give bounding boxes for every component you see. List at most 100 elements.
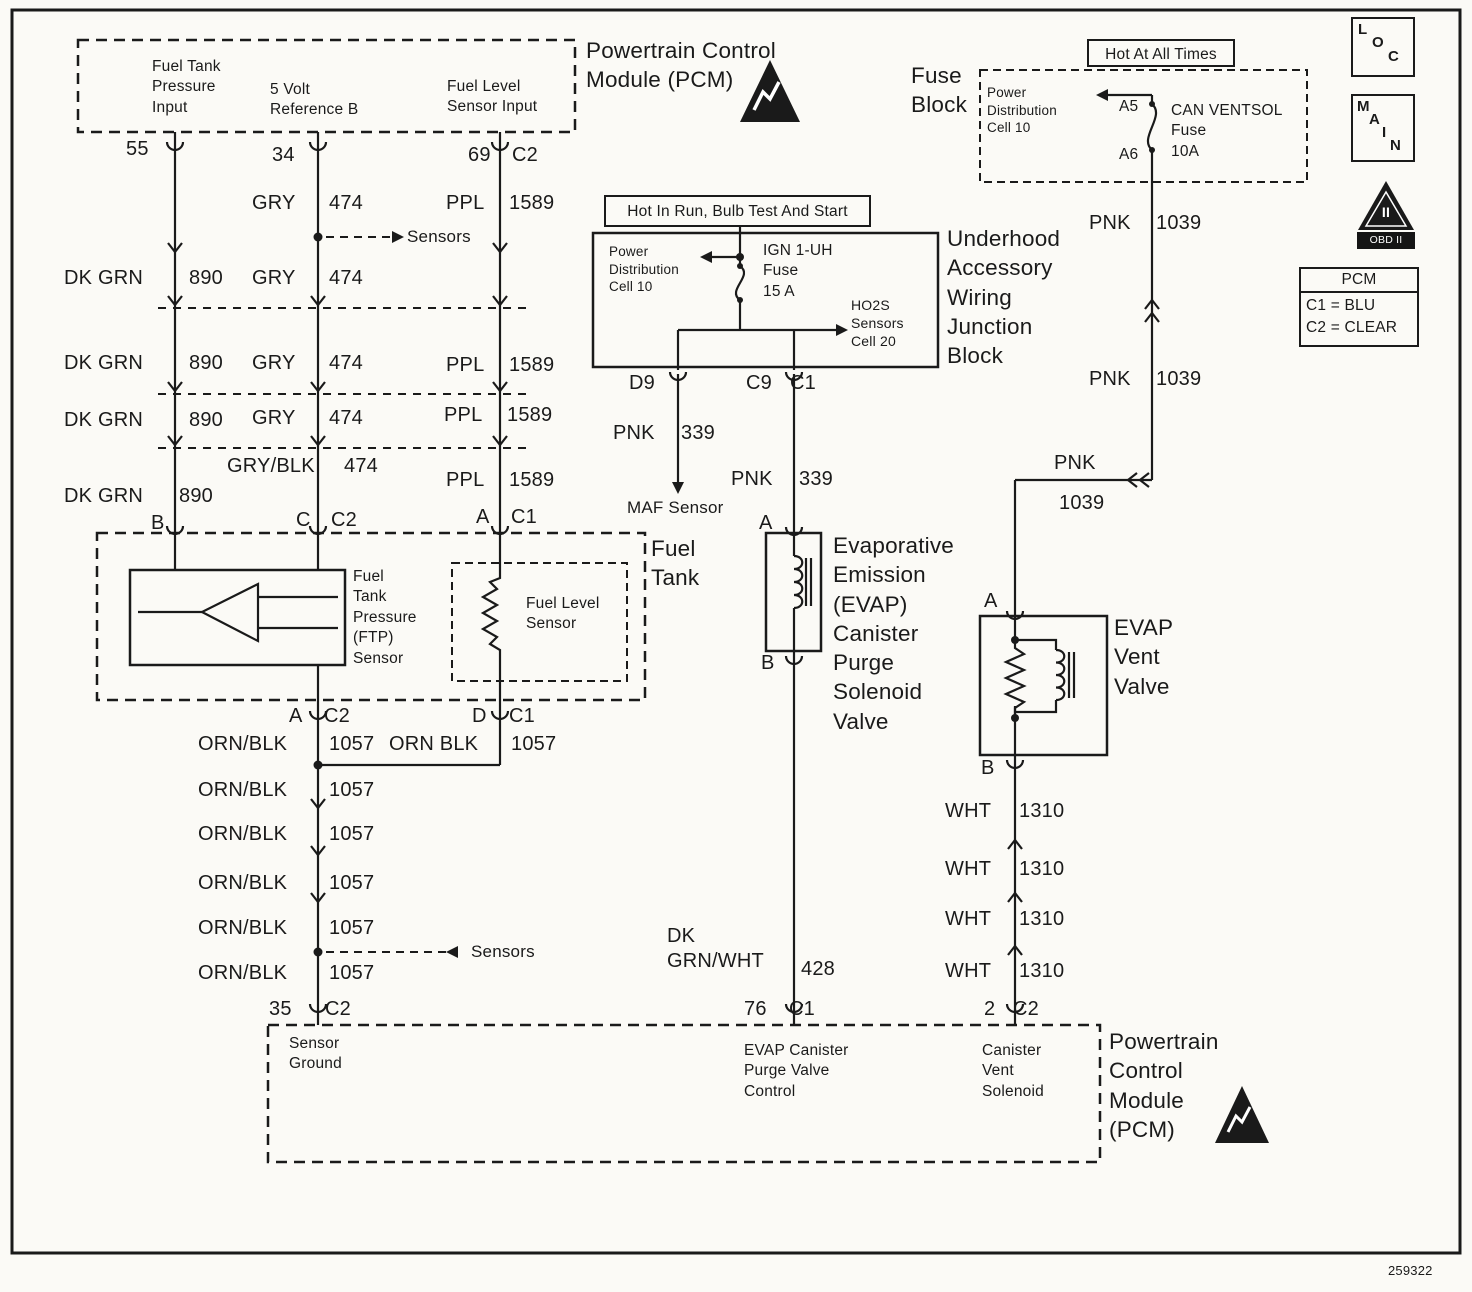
wire-label-1057: 1057 xyxy=(329,872,375,894)
terminal-a6: A6 xyxy=(1119,146,1139,163)
connector-d: D xyxy=(472,705,487,727)
connector-c2: C2 xyxy=(331,509,357,531)
wire-label-ppl: PPL xyxy=(446,354,485,376)
wire-label-ppl: PPL xyxy=(446,192,485,214)
fuel-tank-label: Fuel Tank xyxy=(651,536,700,591)
wire-label-ornblk: ORN/BLK xyxy=(198,823,288,845)
hot-at-all-times-banner-box xyxy=(1087,39,1235,67)
junction-block-box xyxy=(591,231,940,369)
wire-label-474: 474 xyxy=(344,455,378,477)
wire-label-890: 890 xyxy=(179,485,213,507)
document-number: 259322 xyxy=(1388,1263,1433,1278)
ho2s-label: HO2S Sensors Cell 20 xyxy=(851,297,904,350)
sensor-ground-label: Sensor Ground xyxy=(289,1035,342,1073)
vent-valve-coil-icon xyxy=(1015,638,1076,714)
wire-label-ppl: PPL xyxy=(444,404,483,426)
symbols xyxy=(138,103,1158,718)
inline-connector-lines xyxy=(158,236,532,953)
wire-label-1589: 1589 xyxy=(509,192,555,214)
wire-label-ornblk: ORN/BLK xyxy=(198,872,288,894)
purge-valve-control-label: EVAP Canister Purge Valve Control xyxy=(744,1042,849,1100)
wire-label-474: 474 xyxy=(329,267,363,289)
ftp-sensor-box xyxy=(128,568,347,667)
wire-label-dkgrn: DK GRN xyxy=(64,485,143,507)
wire-label-ornblk: ORN/BLK xyxy=(198,917,288,939)
wires xyxy=(173,93,1154,1025)
junction-block-title: Underhood Accessory Wiring Junction Bloc… xyxy=(947,226,1061,368)
wire-label-1057: 1057 xyxy=(329,733,375,755)
connector-c2: C2 xyxy=(324,705,350,727)
ftp-amplifier-icon xyxy=(138,582,338,643)
wire-label-dkgrn: DK GRN xyxy=(64,267,143,289)
pcm-legend-box xyxy=(1299,267,1419,347)
wire-label-1310: 1310 xyxy=(1019,908,1065,930)
loc-letter-l: L xyxy=(1358,21,1368,38)
esd-triangle-icon-top xyxy=(740,60,800,122)
pcm-bottom-box xyxy=(266,1023,1102,1164)
sensors-link-label-top: Sensors xyxy=(407,227,471,246)
canister-vent-solenoid-label: Canister Vent Solenoid xyxy=(982,1042,1044,1100)
wire-label-890: 890 xyxy=(189,352,223,374)
connector-a: A xyxy=(476,506,490,528)
wire-label-dkgrnwht: DK GRN/WHT xyxy=(667,925,764,972)
label-fuel-tank-pressure-input: Fuel Tank Pressure Input xyxy=(152,58,221,116)
vent-valve-resistor-icon xyxy=(1003,640,1027,718)
connector-c9: C9 xyxy=(746,372,772,394)
obd2-numeral: II xyxy=(1381,204,1391,220)
fuel-level-resistor-icon xyxy=(480,563,502,681)
pcm-legend-c1: C1 = BLU xyxy=(1306,297,1376,314)
wire-label-428: 428 xyxy=(801,958,835,980)
wire-label-1589: 1589 xyxy=(507,404,553,426)
wire-label-wht: WHT xyxy=(945,858,992,880)
wire-label-1589: 1589 xyxy=(509,354,555,376)
wire-label-1039: 1039 xyxy=(1156,212,1202,234)
hot-in-run-banner-box xyxy=(604,195,871,227)
label-fuel-level-sensor-input: Fuel Level Sensor Input xyxy=(447,78,538,116)
ho2s-arrow xyxy=(836,324,848,336)
fuel-level-sensor-label: Fuel Level Sensor xyxy=(526,595,600,633)
wire-label-ornblk: ORN/BLK xyxy=(198,962,288,984)
wire-label-dkgrn: DK GRN xyxy=(64,352,143,374)
connector-b: B xyxy=(761,652,775,674)
wire-label-pnk: PNK xyxy=(1089,212,1131,234)
pin-35: 35 xyxy=(269,998,292,1020)
pin-55: 55 xyxy=(126,138,149,160)
label-5v-reference: 5 Volt Reference B xyxy=(270,81,359,119)
wire-label-339: 339 xyxy=(799,468,833,490)
maf-arrow xyxy=(672,482,684,494)
wire-label-890: 890 xyxy=(189,267,223,289)
pin-2: 2 xyxy=(984,998,996,1020)
connector-c2: C2 xyxy=(1013,998,1039,1020)
wire-label-474: 474 xyxy=(329,352,363,374)
esd-icons xyxy=(740,60,1414,1143)
wire-label-gry: GRY xyxy=(252,352,296,374)
fuse-block-box xyxy=(979,69,1308,183)
fuel-level-sensor-box xyxy=(451,562,628,682)
wire-label-339: 339 xyxy=(681,422,715,444)
wire-label-1057: 1057 xyxy=(329,823,375,845)
pcm-top-box xyxy=(76,38,577,134)
power-dist-arrow xyxy=(700,251,712,263)
loc-letter-c: C xyxy=(1388,48,1400,65)
wire-label-1310: 1310 xyxy=(1019,960,1065,982)
loc-box xyxy=(1351,17,1415,77)
connector-b: B xyxy=(981,757,995,779)
wire-label-890: 890 xyxy=(189,409,223,431)
wire-label-1057: 1057 xyxy=(329,917,375,939)
wire-label-pnk: PNK xyxy=(613,422,655,444)
sensors-arrow-top xyxy=(392,231,404,243)
loc-letter-o: O xyxy=(1372,34,1384,51)
wire-label-1057: 1057 xyxy=(329,962,375,984)
ftp-sensor-label: Fuel Tank Pressure (FTP) Sensor xyxy=(353,568,417,667)
inline-connector-chevrons xyxy=(167,242,1160,956)
main-letter-i: I xyxy=(1382,124,1387,141)
wire-label-1039: 1039 xyxy=(1156,368,1202,390)
wire-label-pnk: PNK xyxy=(1054,452,1096,474)
purge-solenoid-coil-icon xyxy=(793,554,813,610)
connector-b: B xyxy=(151,512,165,534)
wire-label-wht: WHT xyxy=(945,908,992,930)
ign-fuse-icon xyxy=(734,265,746,301)
power-distribution-label: Power Distribution Cell 10 xyxy=(609,244,679,295)
wire-label-ornblk: ORN/BLK xyxy=(198,733,288,755)
